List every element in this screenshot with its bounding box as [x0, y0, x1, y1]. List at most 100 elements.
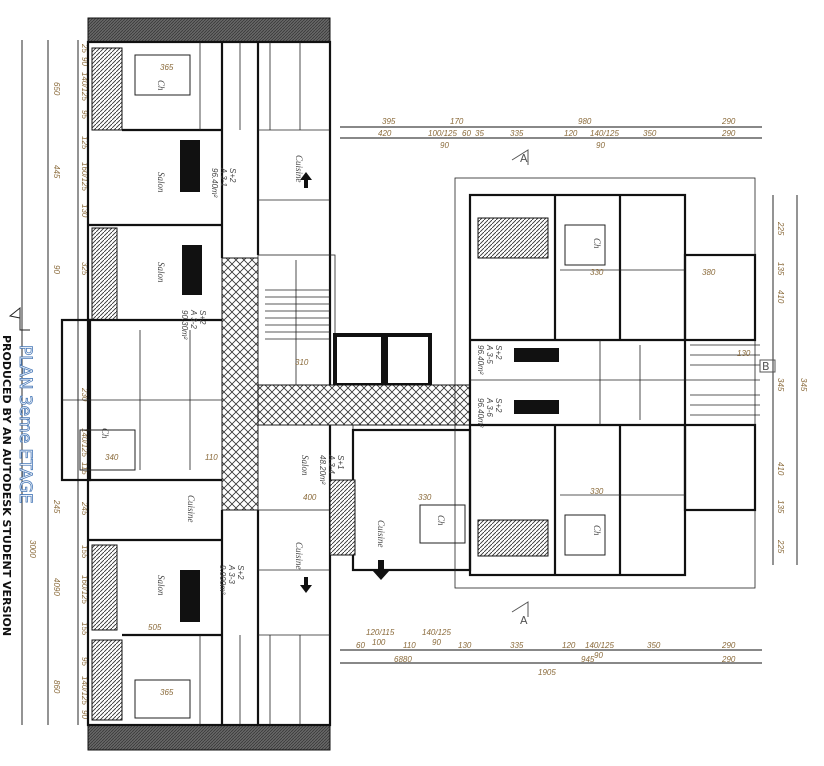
plan-label: 110	[403, 641, 416, 650]
dim-label: 155	[80, 545, 89, 559]
plan-label: S+1	[336, 455, 345, 469]
plan-label: 505	[148, 623, 162, 632]
plan-label: 410	[776, 290, 785, 304]
unit-label: S+2 A 3-3 9.000m²	[218, 564, 245, 595]
plan-label: 120	[562, 641, 576, 650]
student-watermark: PRODUCED BY AN AUTODESK STUDENT VERSION	[0, 335, 13, 636]
plan-label: 290	[721, 655, 736, 664]
plan-label: 400	[303, 493, 317, 502]
dim-label: 140/125	[80, 428, 89, 457]
plan-label: 120	[564, 129, 578, 138]
plan-label: 35	[475, 129, 484, 138]
top-roof-band	[87, 17, 331, 43]
plan-label: 365	[160, 688, 174, 697]
room-label-salon: Salon	[156, 172, 166, 193]
balcony	[91, 639, 123, 721]
plan-label: 330	[590, 487, 604, 496]
plan-label: 96.40m²	[210, 168, 219, 198]
plan-label: 350	[643, 129, 657, 138]
plan-label: 170	[450, 117, 464, 126]
right-bay	[683, 253, 757, 342]
plan-label: 330	[418, 493, 432, 502]
unit-label: S+2 A 3-2 90.30m²	[180, 309, 207, 340]
dim-label: 3000	[28, 540, 37, 558]
dim-label: 155	[80, 622, 89, 636]
dim-label: 445	[52, 165, 61, 179]
plan-label: 395	[382, 117, 396, 126]
dim-label: 650	[52, 82, 61, 96]
plan-label: 310	[295, 358, 309, 367]
entrance-arrow-icon	[300, 172, 312, 188]
beds	[79, 54, 606, 719]
plan-label: 90.30m²	[180, 310, 189, 340]
plan-label: 420	[378, 129, 392, 138]
duct-hatch	[329, 479, 356, 556]
left-dimension-labels: 3000 650 445 90 245 4090 860 25 90 140/1…	[28, 43, 89, 719]
room-labels: Salon Salon Salon Salon Cuisine Cuisine …	[100, 63, 716, 697]
plan-label: 135	[776, 262, 785, 276]
plan-label: 60	[356, 641, 365, 650]
room-label-cuisine: Cuisine	[294, 542, 304, 570]
section-markers: A A B	[511, 149, 776, 627]
top-dimensions: 395 170 980 290 420 100/125 60 35 335 12…	[340, 117, 762, 150]
plan-label: 410	[776, 462, 785, 476]
dim-label: 860	[52, 680, 61, 694]
section-b-marker: B	[762, 360, 770, 373]
plan-label: 345	[776, 378, 785, 392]
plan-label: 90	[432, 638, 441, 647]
dim-label: 140/125	[80, 72, 89, 101]
plan-label: A 3-3	[227, 564, 236, 584]
plan-label: 90	[594, 651, 603, 660]
unit-labels: S+2 A 3-1 96.40m² S+2 A 3-2 90.30m² S+2 …	[180, 167, 503, 595]
section-arrow-icon	[8, 306, 30, 331]
dim-label: 25	[80, 43, 89, 53]
corridor-hatch	[257, 384, 471, 426]
plan-label: A 3-5	[485, 344, 494, 364]
bottom-roof-band	[87, 724, 331, 751]
dim-label: 230	[80, 387, 89, 402]
plan-label: 340	[105, 453, 119, 462]
plan-label: 140/125	[590, 129, 619, 138]
unit-label: S+2 A 3-5 96.40m²	[476, 344, 503, 375]
dim-label: 95	[80, 110, 89, 119]
entrance-arrow-icon	[300, 577, 312, 593]
room-label-salon: Salon	[156, 262, 166, 283]
plan-label: 225	[776, 221, 785, 236]
plan-label: 140/125	[585, 641, 614, 650]
plan-label: 100/125	[428, 129, 457, 138]
section-a-marker: A	[520, 614, 528, 627]
plan-label: S+2	[494, 398, 503, 413]
dim-label: 160/125	[80, 575, 89, 604]
plan-label: 335	[510, 641, 524, 650]
plan-label: 945	[581, 655, 595, 664]
room-label-cuisine: Cuisine	[186, 495, 196, 523]
dim-label: 95	[80, 657, 89, 666]
plan-label: 48.20m²	[318, 455, 327, 485]
plan-label: 130	[458, 641, 472, 650]
plan-label: 365	[160, 63, 174, 72]
right-building	[454, 177, 760, 589]
plan-label: 60	[462, 129, 471, 138]
plan-label: A 3-1	[219, 167, 228, 187]
right-dimensions: 225 135 410 345 410 135 225 345 130	[737, 195, 808, 565]
room-label-cuisine: Cuisine	[294, 155, 304, 183]
balcony	[91, 47, 123, 131]
balcony	[91, 227, 118, 321]
dim-label: 245	[80, 501, 89, 516]
right-bay	[683, 423, 757, 512]
plan-label: 120/115	[366, 628, 395, 637]
plan-label: 9.000m²	[218, 565, 227, 595]
dining-tables	[180, 140, 559, 622]
bottom-dimensions: 120/115 100 140/125 90 60 110 130 335 12…	[340, 628, 762, 677]
plan-title: PLAN 3eme ETAGE	[15, 345, 35, 504]
room-label-chambre: Ch	[436, 515, 446, 526]
dim-label: 90	[80, 710, 89, 719]
plan-label: A 3-4	[327, 454, 336, 474]
room-label-salon: Salon	[300, 455, 310, 476]
corridor-hatch	[221, 257, 259, 511]
plan-label: 290	[721, 641, 736, 650]
dim-label: 160/125	[80, 162, 89, 191]
room-label-chambre: Ch	[100, 428, 110, 439]
